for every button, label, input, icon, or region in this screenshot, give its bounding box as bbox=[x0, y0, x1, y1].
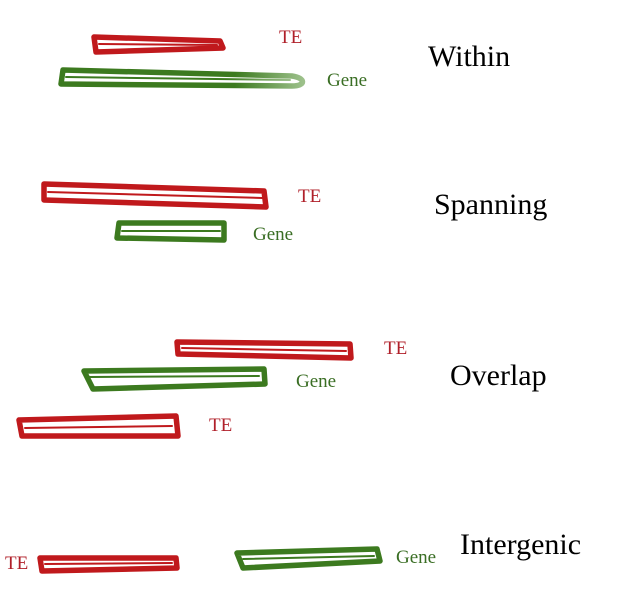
intergenic-gene-label: Gene bbox=[396, 547, 437, 568]
intergenic-te-bar bbox=[37, 555, 180, 574]
overlap-te-label-left: TE bbox=[209, 415, 233, 436]
within-gene-label: Gene bbox=[327, 70, 368, 91]
overlap-te-label-right: TE bbox=[384, 338, 408, 359]
category-within: Within bbox=[428, 40, 511, 73]
spanning-gene-label: Gene bbox=[253, 224, 294, 245]
within-te-bar bbox=[91, 34, 226, 55]
within-gene-bar bbox=[58, 67, 306, 89]
overlap-te-bar-left bbox=[16, 413, 181, 439]
category-intergenic: Intergenic bbox=[460, 528, 582, 561]
within-te-label: TE bbox=[279, 27, 303, 48]
category-spanning: Spanning bbox=[434, 188, 548, 221]
spanning-te-bar bbox=[41, 181, 269, 210]
intergenic-gene-bar bbox=[234, 546, 383, 571]
spanning-te-label: TE bbox=[298, 186, 322, 207]
overlap-te-bar-right bbox=[174, 339, 354, 361]
spanning-gene-bar bbox=[114, 220, 227, 243]
category-overlap: Overlap bbox=[450, 359, 547, 392]
overlap-gene-bar bbox=[81, 366, 268, 392]
intergenic-te-label: TE bbox=[5, 553, 29, 574]
overlap-gene-label: Gene bbox=[296, 371, 337, 392]
